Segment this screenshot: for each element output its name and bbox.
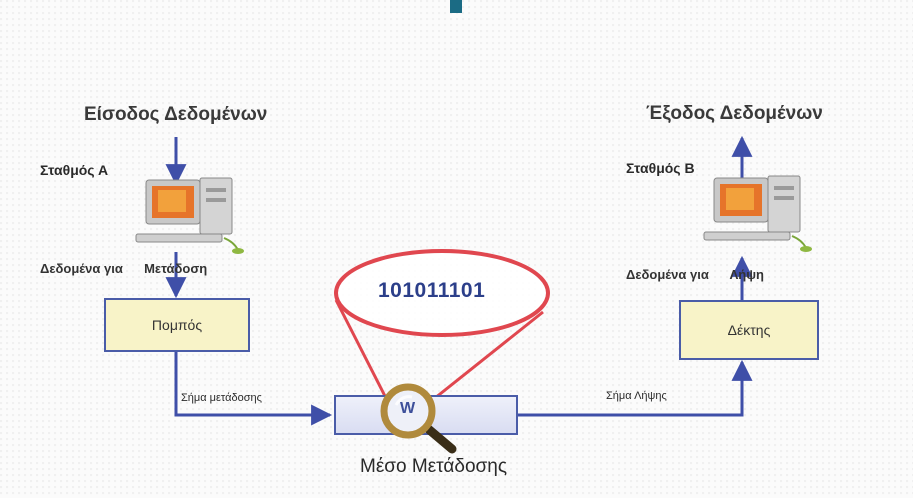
data-for-text-b: Δεδομένα για: [626, 267, 709, 282]
data-for-transmission-label: Δεδομένα για Μετάδοση: [40, 261, 207, 276]
data-for-text-a: Δεδομένα για: [40, 261, 123, 276]
magnifier-icon: [380, 383, 457, 454]
transmitter-box: Πομπός: [104, 298, 250, 352]
reception-signal-line: [518, 359, 753, 417]
data-output-label: Έξοδος Δεδομένων: [646, 103, 823, 124]
medium-caption: Μέσο Μετάδοσης: [360, 456, 507, 477]
transmission-signal-label: Σήμα μετάδοσης: [181, 392, 262, 404]
station-a-label: Σταθμός Α: [40, 162, 109, 178]
transmission-signal-line: [174, 352, 333, 426]
data-input-label: Είσοδος Δεδομένων: [84, 104, 268, 125]
station-b-label: Σταθμός Β: [626, 160, 695, 176]
bits-ellipse: [334, 249, 550, 337]
computer-b-icon: [703, 175, 812, 252]
transmission-text: Μετάδοση: [144, 261, 208, 276]
top-accent-mark: [450, 0, 462, 13]
data-for-reception-label: Δεδομένα για Λήψη: [626, 267, 764, 282]
reception-text: Λήψη: [729, 267, 764, 282]
zoom-line-left: [334, 299, 390, 403]
signal-letter: W: [400, 400, 416, 417]
bits-text: 101011101: [378, 279, 486, 302]
computer-a-icon: [135, 177, 244, 254]
zoom-line-right: [429, 310, 544, 404]
reception-signal-label: Σήμα Λήψης: [606, 390, 667, 402]
receiver-box: Δέκτης: [679, 300, 819, 360]
